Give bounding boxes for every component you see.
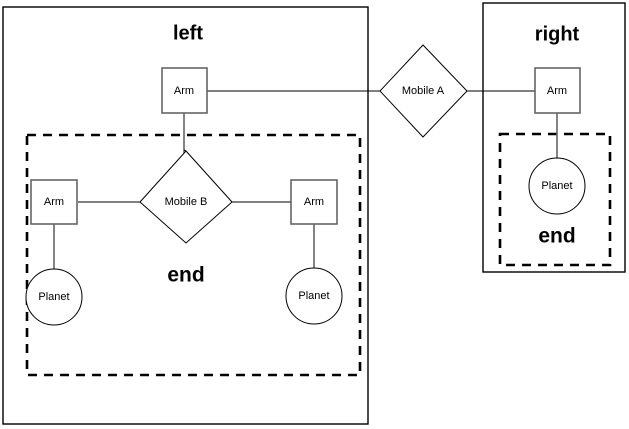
arm-left-inner-right-label: Arm xyxy=(304,196,324,208)
group-left-end-border[interactable] xyxy=(25,133,362,377)
arm-right-top-box[interactable] xyxy=(534,67,581,114)
planet-right-1-circle[interactable] xyxy=(528,157,586,215)
group-right[interactable]: right xyxy=(482,2,626,273)
node-arm-left-inner-right[interactable]: Arm xyxy=(290,179,338,225)
node-mobile-a[interactable]: Mobile A xyxy=(379,44,468,138)
mobile-b-diamond[interactable] xyxy=(139,150,233,244)
node-arm-left-top[interactable]: Arm xyxy=(161,67,208,114)
node-arm-right-top[interactable]: Arm xyxy=(534,67,581,114)
mobile-a-label: Mobile A xyxy=(402,85,445,97)
group-left-end-title: end xyxy=(167,264,204,287)
arm-left-top-label: Arm xyxy=(174,85,194,97)
planet-left-1-label: Planet xyxy=(38,291,69,303)
group-right-title: right xyxy=(535,23,580,45)
planet-left-2-circle[interactable] xyxy=(285,267,343,325)
node-planet-left-1[interactable]: Planet xyxy=(25,268,83,326)
arm-left-top-box[interactable] xyxy=(161,67,208,114)
planet-left-1-circle[interactable] xyxy=(25,268,83,326)
group-right-end-title: end xyxy=(538,225,575,248)
node-arm-left-inner-left[interactable]: Arm xyxy=(30,179,78,225)
group-right-border[interactable] xyxy=(482,2,626,273)
node-planet-right-1[interactable]: Planet xyxy=(528,157,586,215)
node-mobile-b[interactable]: Mobile B xyxy=(139,150,233,244)
arm-left-inner-right-box[interactable] xyxy=(290,179,338,225)
group-left-end[interactable]: end xyxy=(25,133,362,377)
group-right-end[interactable]: end xyxy=(498,132,612,267)
group-left-title: left xyxy=(173,22,203,44)
arm-left-inner-left-box[interactable] xyxy=(30,179,78,225)
mobile-a-diamond[interactable] xyxy=(379,44,468,138)
node-planet-left-2[interactable]: Planet xyxy=(285,267,343,325)
mobile-b-label: Mobile B xyxy=(165,196,208,208)
arm-right-top-label: Arm xyxy=(547,85,567,97)
group-left-border[interactable] xyxy=(2,6,369,425)
planet-right-1-label: Planet xyxy=(541,180,572,192)
group-right-end-border[interactable] xyxy=(498,132,612,267)
group-left[interactable]: left xyxy=(2,6,369,425)
arm-left-inner-left-label: Arm xyxy=(44,196,64,208)
planet-left-2-label: Planet xyxy=(298,290,329,302)
